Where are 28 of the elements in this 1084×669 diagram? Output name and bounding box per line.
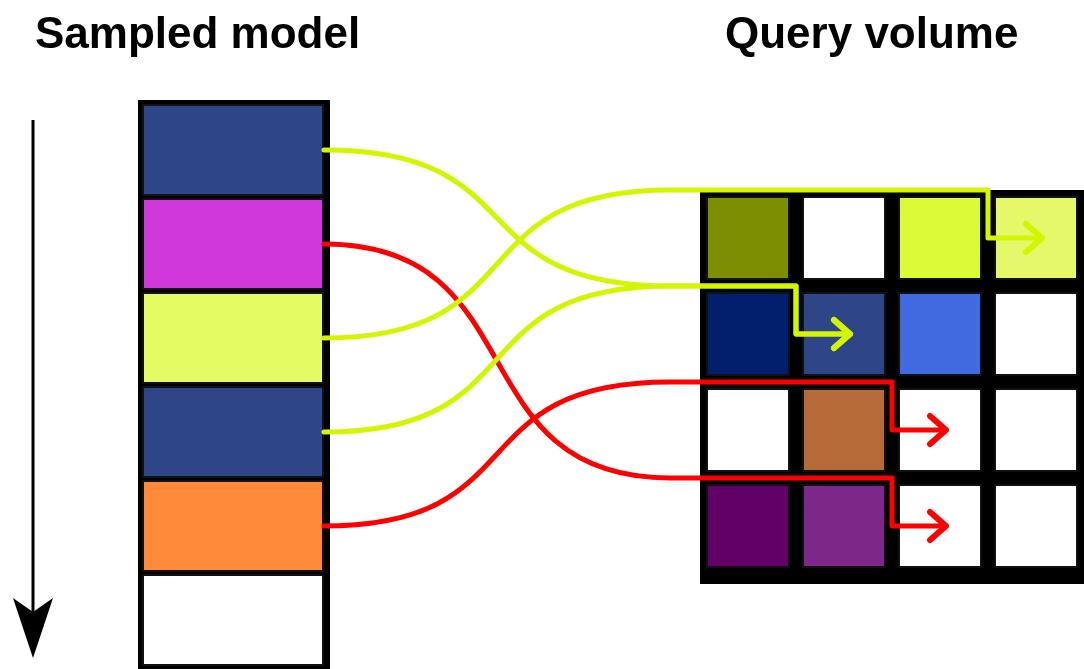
arrow [321,283,853,435]
sample-cell [142,198,324,290]
sample-cell [142,292,324,384]
sample-cell [142,574,324,666]
arrow [321,379,949,529]
sample-cell [142,480,324,572]
voxel-cell [802,484,886,568]
voxel-cell [898,196,982,280]
voxel-cell [706,484,790,568]
sample-cell [142,386,324,478]
voxel-cell [802,388,886,472]
voxel-cell [706,292,790,376]
arrow [321,187,1045,341]
heading: Sampled model [35,8,361,58]
voxel-cell [994,196,1078,280]
sample-cell [142,104,324,196]
voxel-cell [706,196,790,280]
voxel-cell [994,292,1078,376]
voxel-cell [898,292,982,376]
heading: Query volume [725,8,1019,58]
arrow [321,241,949,543]
voxel-cell [802,196,886,280]
voxel-cell [994,484,1078,568]
voxel-cell [994,388,1078,472]
voxel-cell [898,388,982,472]
voxel-cell [898,484,982,568]
voxel-cell [802,292,886,376]
voxel-cell [706,388,790,472]
